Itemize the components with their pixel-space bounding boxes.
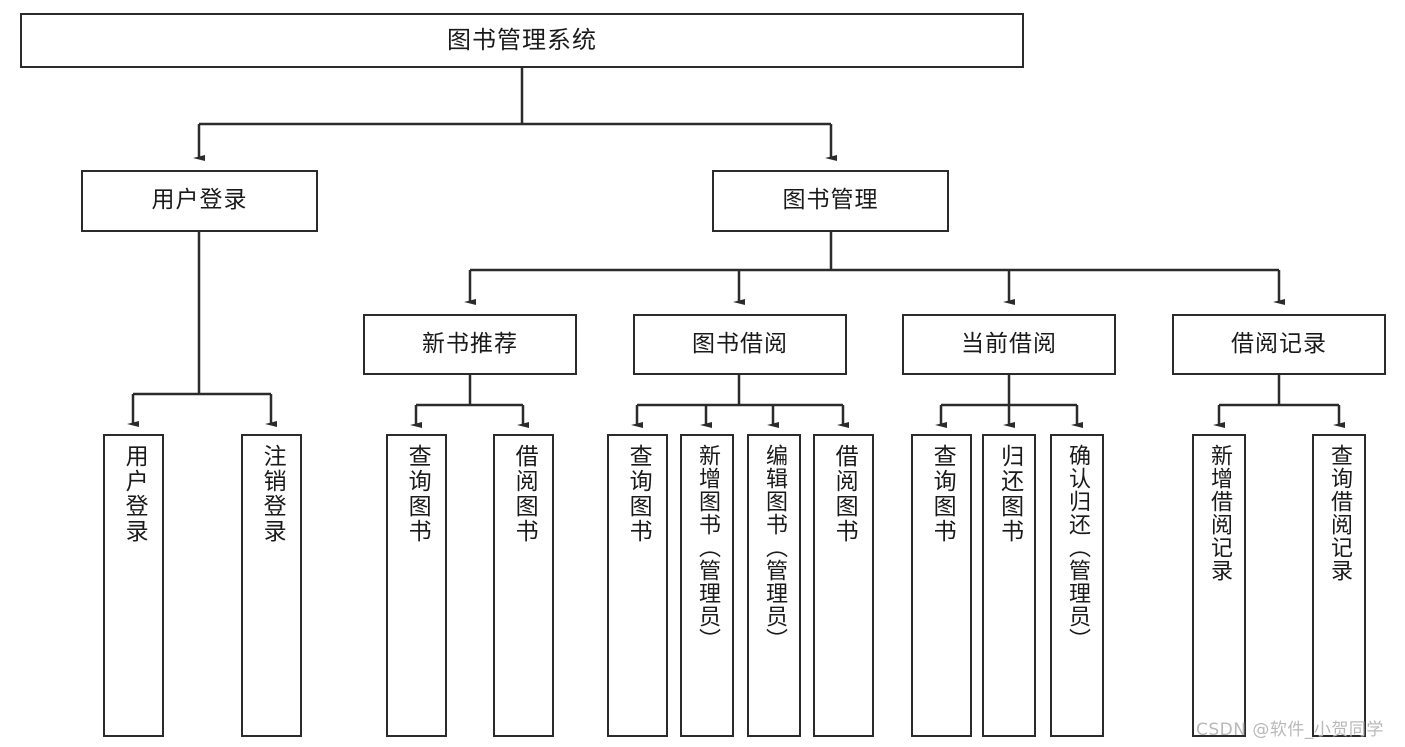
node-label: 用户登录 xyxy=(151,187,248,214)
leaf-borrow-record-query[interactable]: 查询借阅记录 xyxy=(1312,434,1366,737)
leaf-current-borrow-query[interactable]: 查询图书 xyxy=(911,434,972,737)
node-borrow-record[interactable]: 借阅记录 xyxy=(1172,314,1386,375)
node-book-management[interactable]: 图书管理 xyxy=(712,170,949,232)
node-label: 图书借阅 xyxy=(692,330,788,357)
leaf-current-borrow-confirm[interactable]: 确认归还（管理员） xyxy=(1050,434,1104,737)
leaf-current-borrow-return[interactable]: 归还图书 xyxy=(982,434,1036,737)
node-label: 图书管理 xyxy=(782,187,879,214)
node-label: 新书推荐 xyxy=(422,330,518,357)
node-new-book-recommend[interactable]: 新书推荐 xyxy=(363,314,577,375)
node-label: 新增借阅记录 xyxy=(1206,444,1232,582)
node-label: 查询借阅记录 xyxy=(1326,444,1352,582)
node-user-login[interactable]: 用户登录 xyxy=(81,170,318,232)
node-label: 图书管理系统 xyxy=(447,26,597,55)
csdn-watermark: CSDN @软件_小贺同学 xyxy=(1196,720,1384,740)
leaf-book-borrow-add[interactable]: 新增图书（管理员） xyxy=(680,434,734,737)
leaf-user-login-logout[interactable]: 注销登录 xyxy=(241,434,302,737)
node-current-borrow[interactable]: 当前借阅 xyxy=(902,314,1116,375)
node-label: 查询图书 xyxy=(625,444,652,544)
node-label: 当前借阅 xyxy=(961,330,1057,357)
node-label: 新增图书（管理员） xyxy=(694,444,720,651)
node-label: 借阅记录 xyxy=(1231,330,1327,357)
node-root-system[interactable]: 图书管理系统 xyxy=(20,13,1024,68)
node-label: 查询图书 xyxy=(929,444,956,544)
leaf-book-borrow-query[interactable]: 查询图书 xyxy=(607,434,668,737)
node-label: 用户登录 xyxy=(121,444,148,544)
node-book-borrow[interactable]: 图书借阅 xyxy=(633,314,847,375)
node-label: 归还图书 xyxy=(996,444,1023,544)
node-label: 注销登录 xyxy=(259,444,286,544)
leaf-new-book-query[interactable]: 查询图书 xyxy=(386,434,447,737)
node-label: 查询图书 xyxy=(404,444,431,544)
node-label: 编辑图书（管理员） xyxy=(761,444,787,651)
leaf-new-book-borrow[interactable]: 借阅图书 xyxy=(493,434,554,737)
leaf-user-login-login[interactable]: 用户登录 xyxy=(103,434,164,737)
node-label: 借阅图书 xyxy=(511,444,538,544)
leaf-borrow-record-add[interactable]: 新增借阅记录 xyxy=(1192,434,1246,737)
node-label: 借阅图书 xyxy=(831,444,858,544)
leaf-book-borrow-edit[interactable]: 编辑图书（管理员） xyxy=(747,434,801,737)
node-label: 确认归还（管理员） xyxy=(1064,444,1090,651)
leaf-book-borrow-borrow[interactable]: 借阅图书 xyxy=(813,434,874,737)
